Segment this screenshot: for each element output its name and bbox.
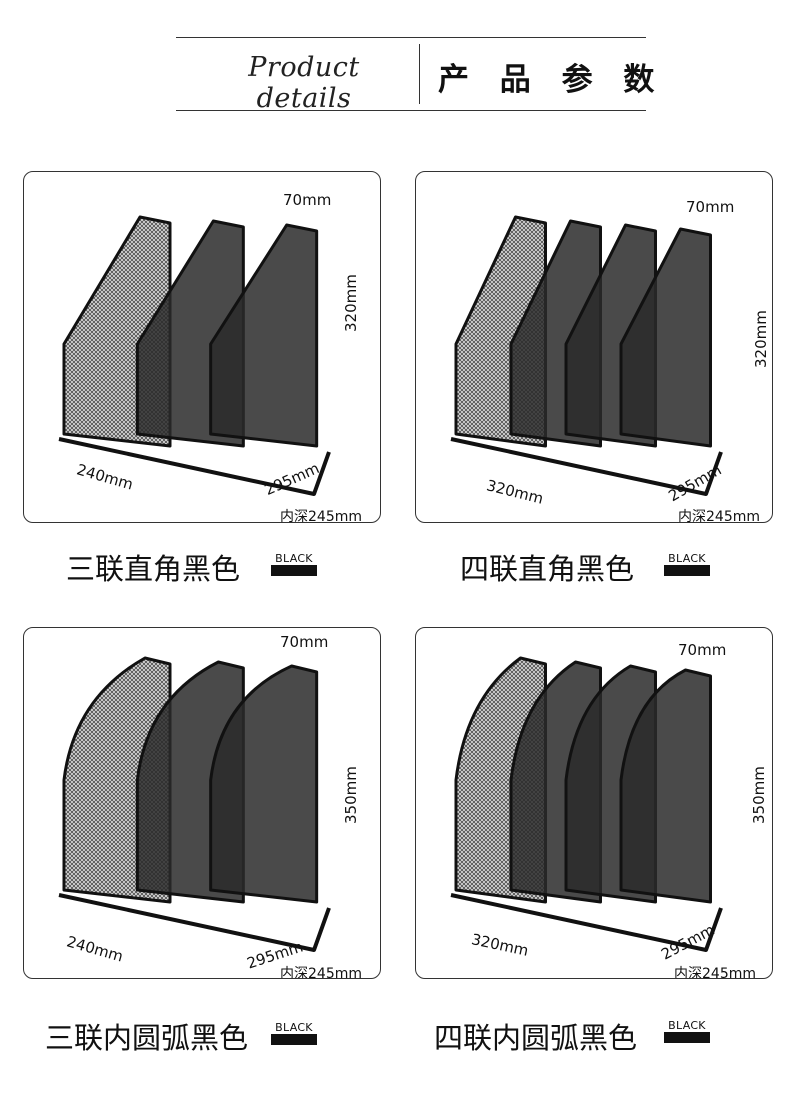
- color-swatch: [271, 1034, 317, 1045]
- holder-base: [450, 893, 723, 952]
- dimension-height: 320mm: [752, 310, 770, 368]
- color-swatch: [664, 1032, 710, 1043]
- color-badge-2: BLACK: [664, 552, 710, 578]
- holder-base: [58, 437, 331, 496]
- dimension-height: 350mm: [342, 766, 360, 824]
- holder-compartment: [619, 668, 712, 904]
- color-badge-3: BLACK: [271, 1021, 317, 1047]
- color-swatch: [664, 565, 710, 576]
- product-caption-4: 四联内圆弧黑色: [434, 1021, 638, 1055]
- holder-base: [58, 893, 331, 952]
- product-card-2: 70mm 320mm 320mm 295mm 内深245mm: [415, 171, 773, 523]
- holder-compartment: [619, 227, 712, 448]
- dimension-top: 70mm: [686, 198, 735, 216]
- file-holder-image: [450, 656, 723, 952]
- product-card-1: 70mm 320mm 240mm 295mm 内深245mm: [23, 171, 381, 523]
- color-badge-label: BLACK: [275, 1021, 313, 1034]
- holder-compartment: [209, 223, 319, 448]
- color-badge-label: BLACK: [668, 1019, 706, 1032]
- product-card-4: 70mm 350mm 320mm 295mm 内深245mm: [415, 627, 773, 979]
- dimension-height: 320mm: [342, 274, 360, 332]
- header-bottom-rule: [176, 110, 646, 111]
- dimension-depth: 内深245mm: [674, 966, 756, 979]
- dimension-depth: 内深245mm: [280, 966, 362, 979]
- holder-base: [450, 437, 723, 496]
- header-title-en: Product details: [248, 52, 360, 114]
- product-caption-1: 三联直角黑色: [66, 552, 241, 586]
- product-card-3: 70mm 350mm 240mm 295mm 内深245mm: [23, 627, 381, 979]
- header-title-cn: 产 品 参 数: [438, 62, 665, 98]
- dimension-top: 70mm: [678, 641, 727, 659]
- header-top-rule: [176, 37, 646, 38]
- color-badge-4: BLACK: [664, 1019, 710, 1045]
- file-holder-image: [58, 656, 331, 952]
- dimension-depth: 内深245mm: [678, 509, 760, 523]
- product-details-header: Product details 产 品 参 数: [0, 0, 790, 120]
- color-badge-1: BLACK: [271, 552, 317, 578]
- color-swatch: [271, 565, 317, 576]
- dimension-height: 350mm: [750, 766, 768, 824]
- holder-compartment: [209, 664, 319, 904]
- dimension-top: 70mm: [280, 633, 329, 651]
- file-holder-image: [450, 215, 723, 496]
- dimension-top: 70mm: [283, 191, 332, 209]
- file-holder-image: [58, 215, 331, 496]
- color-badge-label: BLACK: [275, 552, 313, 565]
- product-caption-3: 三联内圆弧黑色: [45, 1021, 249, 1055]
- header-divider: [419, 44, 420, 104]
- product-caption-2: 四联直角黑色: [460, 552, 635, 586]
- color-badge-label: BLACK: [668, 552, 706, 565]
- dimension-depth: 内深245mm: [280, 509, 362, 523]
